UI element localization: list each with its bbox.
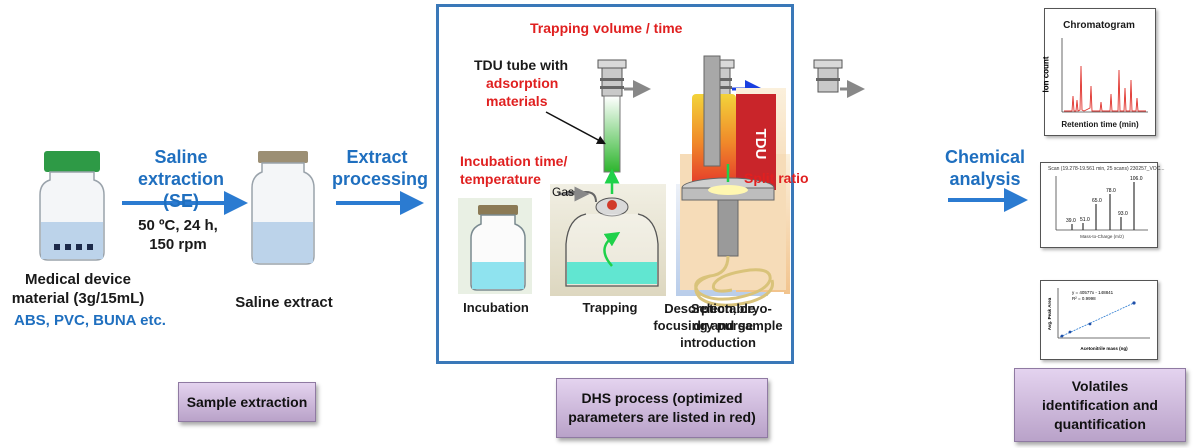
cal-r2: R² = 0.9998 <box>1072 296 1096 301</box>
ms-peak-3: 65.0 <box>1092 198 1102 204</box>
stage-sample-extraction: Sample extraction <box>178 382 316 422</box>
chromatogram-title: Chromatogram <box>1063 20 1135 31</box>
trapping-volume-param: Trapping volume / time <box>530 20 683 36</box>
cal-ylabel: Avg. Peak Area <box>1047 297 1052 330</box>
caption-dry-purge: Selectable dry purge <box>690 301 756 333</box>
tdu-desorption-icon <box>813 59 865 98</box>
stage-dhs-process: DHS process (optimized parameters are li… <box>556 378 768 438</box>
desorption-caption-line-1: Desorption, cryo- <box>664 301 772 316</box>
mass-spectrum-plot: 39.0 51.0 65.0 78.0 93.0 106.0 Mass-to-C… <box>1055 176 1148 239</box>
extraction-step-label: Saline extraction (SE) <box>137 147 225 211</box>
cal-xlabel: Acetonitrile mass (ng) <box>1080 346 1128 351</box>
processing-step-label: Extract processing <box>332 147 429 189</box>
caption-trapping: Trapping <box>582 300 638 315</box>
saline-extract-label: Saline extract <box>235 294 333 311</box>
incubation-vial-icon <box>470 205 526 291</box>
extraction-conditions: 50 ºC, 24 h, 150 rpm <box>138 217 218 253</box>
chromatogram-panel <box>1044 8 1156 136</box>
tdu-label: TDU <box>752 129 769 160</box>
tdu-tube-label: TDU tube with adsorption materials <box>474 57 569 109</box>
ms-xlabel: Mass-to-Charge (m/z) <box>1080 234 1124 239</box>
device-material-label: Medical device material (3g/15mL) <box>11 271 145 307</box>
materials-list: ABS, PVC, BUNA etc. <box>14 312 166 329</box>
calibration-panel <box>1040 280 1158 360</box>
mass-spectrum-header: Scan (19.278-19.561 min, 25 scans) 23025… <box>1048 166 1165 172</box>
split-ratio-param: Split ratio <box>744 170 809 186</box>
ms-peak-5: 93.0 <box>1118 211 1128 217</box>
analysis-arrow <box>948 188 1028 212</box>
ms-peak-2: 51.0 <box>1080 217 1090 223</box>
extraction-graphics <box>39 151 424 265</box>
tdu-assembly: TDU <box>680 55 786 307</box>
stage-volatiles: Volatiles identification and quantificat… <box>1014 368 1186 442</box>
trapping-tube-icon <box>565 59 659 287</box>
caption-desorption-block: Desorption, cryo-focusing and sample intr… <box>652 300 784 351</box>
desorption-caption-line-2: focusing and sample <box>653 318 783 333</box>
calibration-plot: y = 40577x - 148841 R² = 0.9998 Acetonit… <box>1047 288 1150 351</box>
chromatogram-xlabel: Retention time (min) <box>1061 120 1139 129</box>
device-bottle-icon <box>39 151 105 261</box>
incubation-params: Incubation time/ temperature <box>460 153 568 187</box>
tdu-pointer-arrow <box>545 111 606 145</box>
caption-incubation: Incubation <box>463 300 529 315</box>
ms-peak-6: 106.0 <box>1130 176 1143 182</box>
ms-peak-4: 78.0 <box>1106 188 1116 194</box>
gas-label: Gas <box>552 185 575 199</box>
mass-spectrum-panel <box>1040 162 1158 248</box>
ms-peak-1: 39.0 <box>1066 218 1076 224</box>
chromatogram-plot <box>1061 38 1148 113</box>
chromatogram-ylabel: Ion count <box>1041 56 1051 93</box>
cal-equation: y = 40577x - 148841 <box>1072 290 1114 295</box>
desorption-caption-line-3: introduction <box>680 335 756 350</box>
saline-extract-bottle-icon <box>251 151 315 265</box>
analysis-step-label: Chemical analysis <box>944 147 1026 189</box>
